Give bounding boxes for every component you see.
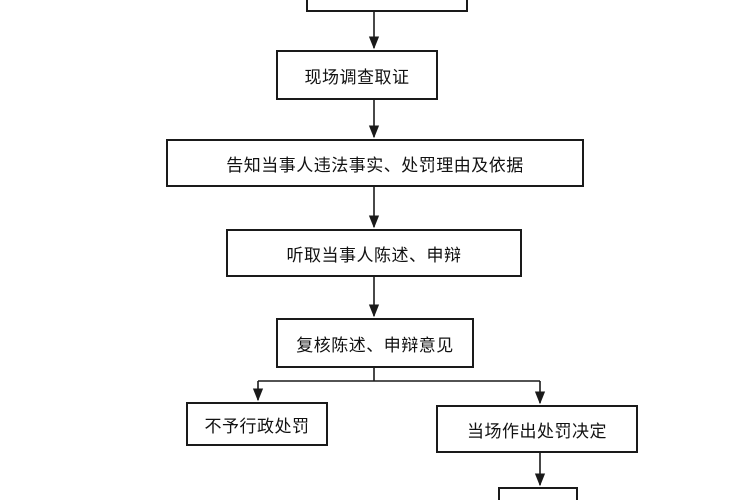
flow-node-hear: 听取当事人陈述、申辩	[226, 229, 522, 277]
flow-node-top	[306, 0, 468, 12]
flow-node-review: 复核陈述、申辩意见	[276, 318, 474, 368]
flow-node-hear-label: 听取当事人陈述、申辩	[286, 245, 462, 266]
flow-node-survey: 现场调查取证	[276, 50, 438, 100]
flow-node-no-penalty-label: 不予行政处罚	[204, 416, 310, 437]
flow-node-no-penalty: 不予行政处罚	[186, 402, 328, 446]
flow-node-onsite-decision-label: 当场作出处罚决定	[467, 421, 607, 442]
flow-node-review-label: 复核陈述、申辩意见	[296, 335, 454, 356]
flow-node-survey-label: 现场调查取证	[304, 67, 410, 88]
flow-node-bottom	[498, 487, 578, 500]
flow-node-inform-label: 告知当事人违法事实、处罚理由及依据	[226, 155, 524, 176]
flow-node-inform: 告知当事人违法事实、处罚理由及依据	[166, 139, 584, 187]
flow-node-onsite-decision: 当场作出处罚决定	[436, 405, 638, 453]
